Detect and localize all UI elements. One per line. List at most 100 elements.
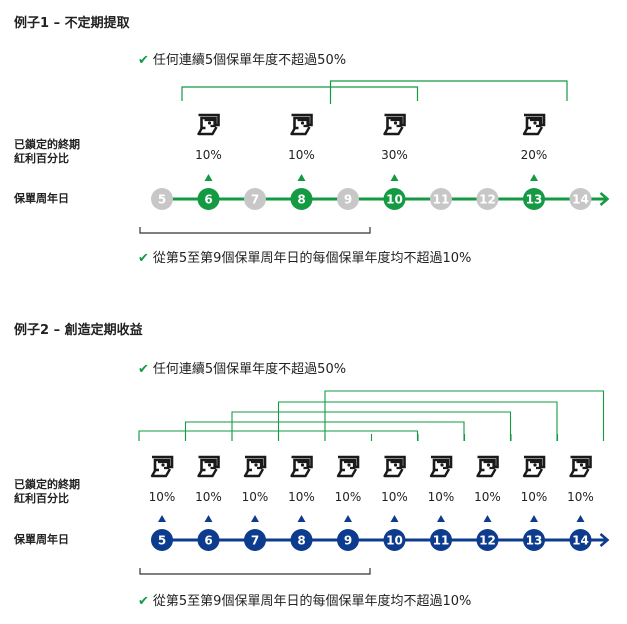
icon-coin <box>533 121 537 125</box>
check-icon: ✔ <box>138 251 149 266</box>
ex2-withdrawal-icon-8 <box>290 455 313 478</box>
icon-coin <box>393 121 398 125</box>
icon-coin <box>300 463 305 467</box>
ex1-anniversary-13 <box>523 188 545 210</box>
example2-top-note-text: 任何連續5個保單年度不超過50% <box>152 362 347 377</box>
ex2-anniversary-5 <box>151 529 173 551</box>
ex1-anniversary-label-10: 10 <box>386 193 403 207</box>
ex1-marker-6 <box>204 174 213 181</box>
ex2-anniversary-label-12: 12 <box>479 534 496 548</box>
example1-bottom-note: ✔從第5至第9個保單周年日的每個保單年度均不超過10% <box>138 247 471 266</box>
ex2-percent-12: 10% <box>474 490 501 504</box>
ex1-window-bracket-a <box>181 86 419 101</box>
ex1-anniversary-label-14: 14 <box>572 193 589 207</box>
ex2-anniversary-label-8: 8 <box>297 534 305 548</box>
ex2-anniversary-label-14: 14 <box>572 534 589 548</box>
ex2-marker-11 <box>437 515 445 522</box>
icon-hand <box>476 468 497 478</box>
check-icon: ✔ <box>138 362 149 377</box>
ex1-anniversary-5 <box>151 188 173 210</box>
example2-locked-label: 已鎖定的終期 紅利百分比 <box>14 478 80 506</box>
ex2-anniversary-14 <box>569 529 592 551</box>
ex2-anniversary-7 <box>244 529 266 551</box>
ex1-anniversary-label-6: 6 <box>204 193 212 207</box>
ex1-percent-10: 30% <box>381 148 408 162</box>
ex1-anniversary-9 <box>337 188 359 210</box>
icon-coin <box>393 463 398 467</box>
example1-top-note: ✔任何連續5個保單年度不超過50% <box>138 49 346 68</box>
icon-note <box>251 460 263 470</box>
icon-hand <box>290 126 311 136</box>
icon-coin <box>161 463 165 467</box>
ex2-percent-14: 10% <box>567 490 594 504</box>
ex2-withdrawal-icon-11 <box>429 455 453 478</box>
ex2-marker-6 <box>204 515 213 522</box>
icon-note <box>297 460 309 470</box>
icon-coin <box>207 463 212 467</box>
ex1-window-bracket-b <box>329 80 568 104</box>
icon-coin <box>207 121 212 125</box>
icon-hand <box>197 126 218 136</box>
ex1-anniversary-label-13: 13 <box>526 193 543 207</box>
ex1-anniversary-label-11: 11 <box>433 193 450 207</box>
ex1-anniversary-8 <box>290 188 313 210</box>
icon-hand <box>290 468 311 478</box>
ex2-marker-12 <box>483 515 492 522</box>
icon-hand <box>569 468 590 478</box>
example1-top-note-text: 任何連續5個保單年度不超過50% <box>152 53 347 68</box>
example1-bottom-note-text: 從第5至第9個保單周年日的每個保單年度均不超過10% <box>152 251 472 266</box>
icon-note <box>204 118 216 128</box>
ex1-percent-13: 20% <box>520 148 548 162</box>
icon-hand <box>336 468 358 478</box>
ex2-withdrawal-icon-9 <box>336 455 360 478</box>
ex2-withdrawal-icon-5 <box>150 455 174 478</box>
icon-coin <box>300 121 305 125</box>
ex2-withdrawal-icon-7 <box>243 455 267 478</box>
ex1-marker-10 <box>390 174 399 181</box>
example2-title: 例子2 – 創造定期收益 <box>14 323 143 338</box>
icon-hand <box>150 468 172 478</box>
ex1-anniversary-12 <box>476 188 499 210</box>
locked-label-line2: 紅利百分比 <box>14 152 69 165</box>
ex2-window-bracket-5 <box>324 390 605 441</box>
icon-note <box>297 118 309 128</box>
locked-label-line2: 紅利百分比 <box>14 492 69 505</box>
icon-note <box>576 460 588 470</box>
ex1-anniversary-label-12: 12 <box>479 193 496 207</box>
ex2-withdrawal-icon-14 <box>569 455 592 478</box>
ex2-percent-6: 10% <box>195 490 222 504</box>
icon-hand <box>197 468 218 478</box>
icon-note <box>344 460 356 470</box>
ex1-anniversary-10 <box>383 188 406 210</box>
icon-note <box>530 118 542 128</box>
ex2-percent-10: 10% <box>381 490 408 504</box>
ex2-percent-13: 10% <box>520 490 548 504</box>
ex1-anniversary-label-7: 7 <box>251 193 259 207</box>
ex1-withdrawal-icon-10 <box>383 113 406 136</box>
ex1-marker-13 <box>530 174 538 181</box>
ex2-marker-14 <box>576 515 585 522</box>
ex2-anniversary-label-6: 6 <box>204 534 212 548</box>
example2-top-note: ✔任何連續5個保單年度不超過50% <box>138 358 346 377</box>
ex2-marker-13 <box>530 515 538 522</box>
ex1-percent-6: 10% <box>195 148 222 162</box>
ex2-marker-5 <box>158 515 166 522</box>
ex2-percent-7: 10% <box>241 490 269 504</box>
icon-note <box>204 460 216 470</box>
ex1-arrow-head <box>599 192 610 206</box>
ex2-anniversary-6 <box>197 529 220 551</box>
icon-hand <box>243 468 265 478</box>
ex2-arrow-head <box>599 533 610 547</box>
ex2-bottom-bracket <box>139 568 371 575</box>
ex1-anniversary-6 <box>197 188 220 210</box>
ex2-anniversary-11 <box>430 529 452 551</box>
ex1-anniversary-label-9: 9 <box>344 193 352 207</box>
ex2-percent-11: 10% <box>427 490 455 504</box>
icon-coin <box>533 463 537 467</box>
icon-note <box>483 460 495 470</box>
icon-hand <box>383 126 404 136</box>
icon-hand <box>522 468 544 478</box>
ex1-withdrawal-icon-8 <box>290 113 313 136</box>
icon-coin <box>579 463 584 467</box>
ex1-anniversary-14 <box>569 188 592 210</box>
